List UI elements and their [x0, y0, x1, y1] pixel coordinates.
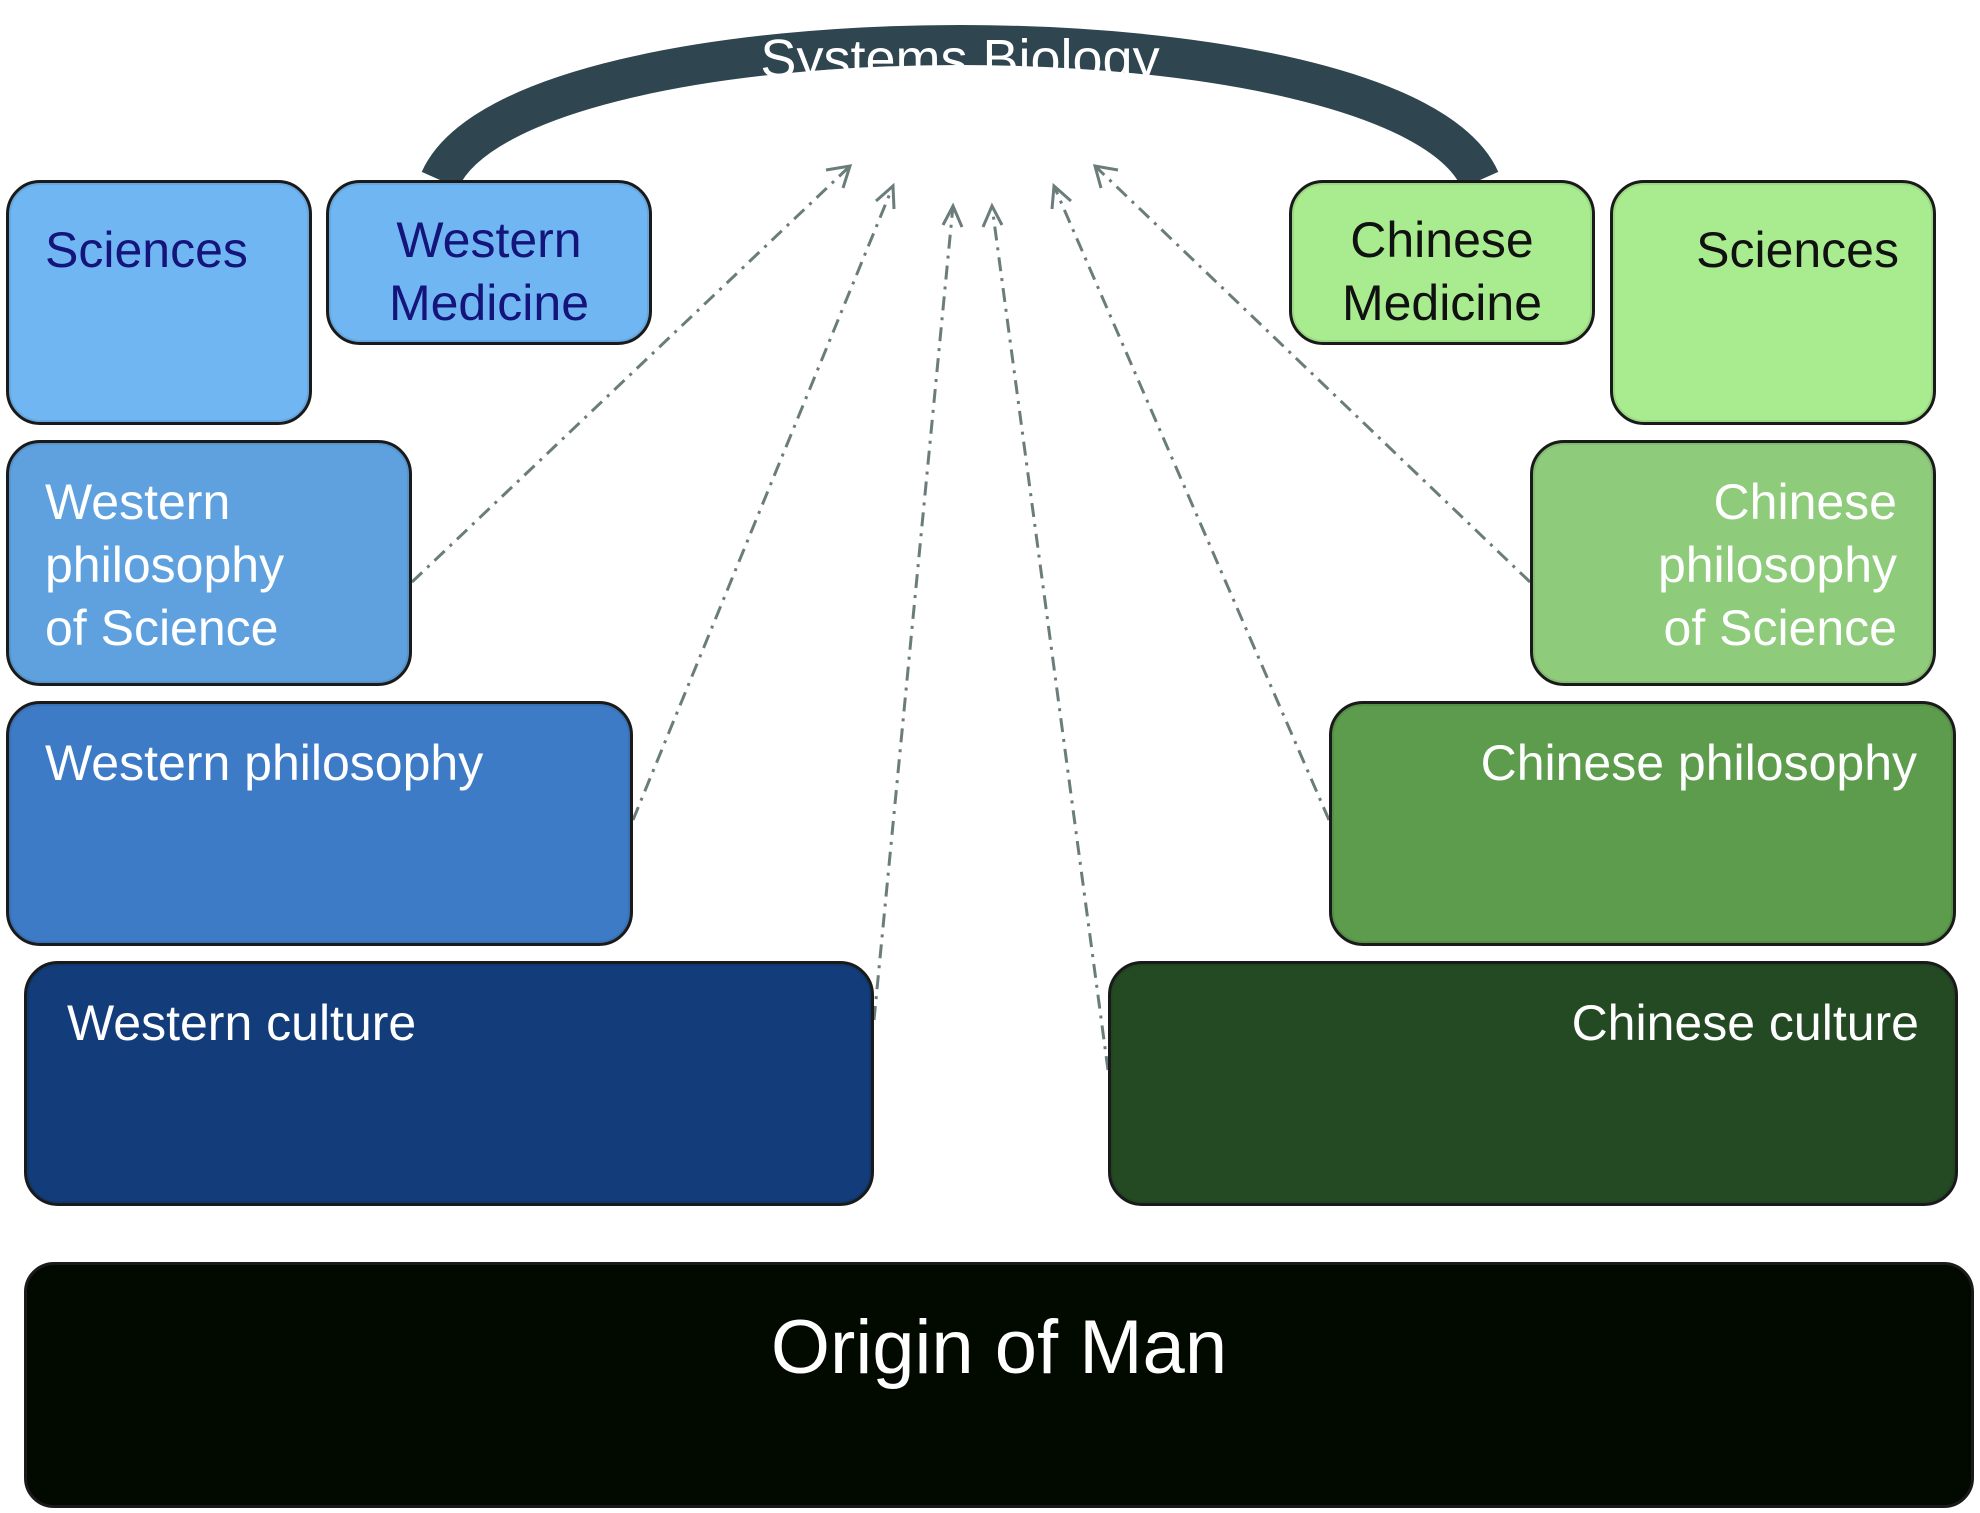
- arrowhead-1: [825, 164, 853, 189]
- chinese-philosophy-box: Chinese philosophy: [1329, 701, 1956, 946]
- arrowhead-4: [981, 202, 1004, 228]
- arrowhead-2: [875, 182, 896, 210]
- western-philosophy-of-science-box: Western philosophy of Science: [6, 440, 412, 686]
- chinese-philosophy-of-science-box: Chinese philosophy of Science: [1530, 440, 1936, 686]
- arrow-western-culture: [872, 205, 955, 1021]
- arrow-chinese-philosophy: [1052, 185, 1331, 821]
- arrowhead-5: [1050, 182, 1072, 210]
- western-sciences-box: Sciences: [6, 180, 312, 425]
- origin-of-man-box: Origin of Man: [24, 1262, 1974, 1508]
- systems-biology-label: Systems Biology: [760, 29, 1160, 89]
- arrow-chinese-culture: [990, 205, 1110, 1071]
- chinese-sciences-box: Sciences: [1610, 180, 1936, 425]
- systems-biology-arch: [421, 25, 1499, 190]
- arrow-western-philosophy: [631, 185, 895, 821]
- chinese-medicine-box: Chinese Medicine: [1289, 180, 1595, 345]
- arrow-chinese-philosophy-of-science: [1093, 164, 1532, 584]
- arrow-western-philosophy-of-science: [410, 164, 852, 584]
- western-culture-box: Western culture: [24, 961, 874, 1206]
- arrowhead-3: [941, 202, 964, 228]
- western-philosophy-box: Western philosophy: [6, 701, 633, 946]
- arrowhead-6: [1092, 164, 1119, 189]
- western-medicine-box: Western Medicine: [326, 180, 652, 345]
- chinese-culture-box: Chinese culture: [1108, 961, 1958, 1206]
